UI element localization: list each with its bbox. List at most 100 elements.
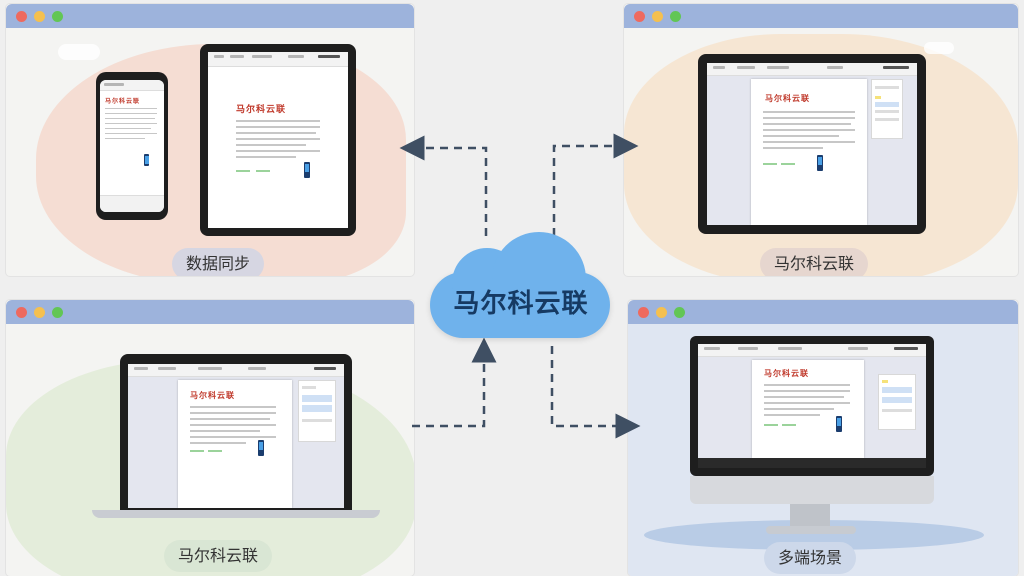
text-line [763, 111, 855, 113]
close-dot-icon[interactable] [16, 11, 27, 22]
caption-brand: 马尔科云联 [760, 248, 869, 276]
text-line [105, 113, 157, 114]
text-line [763, 163, 777, 165]
text-line [764, 414, 820, 416]
text-line [764, 402, 850, 404]
monitor-device: 马尔科云联 [690, 336, 934, 476]
tablet-device: 马尔科云联 [200, 44, 356, 236]
panel-top-right: 马尔科云联 马尔科云联 [624, 4, 1018, 276]
maximize-dot-icon[interactable] [52, 307, 63, 318]
text-line [105, 118, 155, 119]
figure-icon [144, 154, 149, 166]
text-line [190, 418, 270, 420]
text-line [763, 147, 823, 149]
text-line [764, 384, 850, 386]
document-page: 马尔科云联 [178, 380, 292, 508]
text-line [763, 135, 839, 137]
text-line [105, 128, 151, 129]
close-dot-icon[interactable] [16, 307, 27, 318]
phone-screen: 马尔科云联 [100, 80, 164, 212]
text-line [208, 450, 222, 452]
text-line [763, 129, 855, 131]
text-line [190, 450, 204, 452]
document-title: 马尔科云联 [236, 105, 287, 115]
arrow-from-bottom-left [412, 337, 497, 428]
text-line [764, 424, 778, 426]
close-dot-icon[interactable] [634, 11, 645, 22]
document-title: 马尔科云联 [190, 391, 235, 400]
monitor-chin [690, 476, 934, 504]
panel-bottom-left: 马尔科云联 马尔科云联 [6, 300, 414, 576]
app-toolbar [698, 344, 926, 357]
panel-titlebar [6, 4, 414, 28]
document-title: 马尔科云联 [764, 369, 809, 378]
side-panel[interactable] [871, 79, 903, 139]
minimize-dot-icon[interactable] [656, 307, 667, 318]
figure-icon [817, 155, 823, 171]
arrow-to-bottom-right [550, 346, 641, 439]
caption-data-sync: 数据同步 [172, 248, 265, 276]
maximize-dot-icon[interactable] [674, 307, 685, 318]
app-canvas [208, 67, 348, 228]
close-dot-icon[interactable] [638, 307, 649, 318]
minimize-dot-icon[interactable] [34, 307, 45, 318]
maximize-dot-icon[interactable] [670, 11, 681, 22]
app-toolbar [208, 52, 348, 67]
cloud-decoration-icon [924, 42, 954, 54]
text-line [236, 138, 320, 140]
minimize-dot-icon[interactable] [34, 11, 45, 22]
figure-icon [836, 416, 842, 432]
tablet-screen: 马尔科云联 [208, 52, 348, 228]
text-line [105, 133, 157, 134]
text-line [763, 117, 855, 119]
text-line [190, 424, 276, 426]
document-title: 马尔科云联 [105, 98, 141, 105]
text-line [190, 406, 276, 408]
app-toolbar [128, 364, 344, 377]
text-line [764, 408, 834, 410]
laptop-base [92, 510, 380, 518]
side-panel[interactable] [878, 374, 916, 430]
figure-icon [304, 162, 310, 178]
maximize-dot-icon[interactable] [52, 11, 63, 22]
arrow-to-top-left [399, 135, 488, 236]
monitor-foot [766, 526, 856, 534]
laptop-device: 马尔科云联 [120, 354, 352, 510]
text-line [763, 141, 855, 143]
panel-titlebar [628, 300, 1018, 324]
tablet-device: 马尔科云联 [698, 54, 926, 234]
laptop-screen: 马尔科云联 [128, 364, 344, 508]
arrow-to-top-right [552, 133, 639, 236]
text-line [105, 108, 157, 109]
panel-titlebar [6, 300, 414, 324]
text-line [236, 150, 320, 152]
monitor-screen: 马尔科云联 [698, 344, 926, 468]
text-line [763, 123, 851, 125]
panel-titlebar [624, 4, 1018, 28]
text-line [236, 126, 320, 128]
taskbar[interactable] [698, 458, 926, 468]
minimize-dot-icon[interactable] [652, 11, 663, 22]
app-toolbar [100, 80, 164, 91]
document-title: 马尔科云联 [765, 94, 810, 103]
bottom-nav[interactable] [100, 195, 164, 212]
cloud-shape [492, 232, 586, 326]
text-line [190, 442, 246, 444]
text-line [764, 396, 844, 398]
text-line [236, 144, 306, 146]
side-panel[interactable] [298, 380, 336, 442]
text-line [781, 163, 795, 165]
panel-top-left: 马尔科云联 马尔科云联 [6, 4, 414, 276]
document-page: 马尔科云联 [751, 79, 867, 225]
panel-bottom-right: 马尔科云联 多端场景 [628, 300, 1018, 576]
text-line [764, 390, 850, 392]
text-line [190, 412, 276, 414]
cloud-decoration-icon [58, 44, 100, 60]
caption-brand: 马尔科云联 [164, 540, 273, 572]
text-line [236, 132, 316, 134]
app-toolbar [707, 63, 917, 76]
document-page: 马尔科云联 [752, 360, 864, 458]
text-line [782, 424, 796, 426]
text-line [256, 170, 270, 172]
